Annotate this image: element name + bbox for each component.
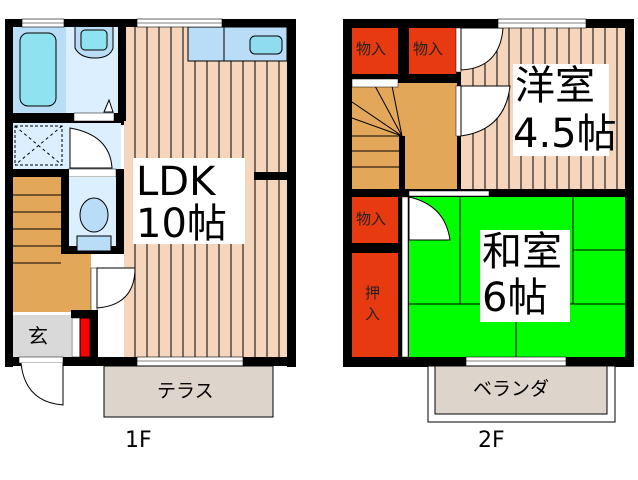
entrance-label: 玄 — [28, 324, 48, 348]
closet-label: 押入 — [365, 284, 381, 323]
western-room-size: 4.5帖 — [513, 111, 617, 157]
ldk-room-name: LDK — [136, 159, 216, 205]
storage-1-label: 物入 — [356, 40, 387, 58]
shoe-cabinet — [79, 317, 91, 358]
western-label-bg — [513, 64, 609, 156]
entrance — [13, 315, 71, 357]
toilet — [79, 197, 109, 233]
terrace — [103, 365, 274, 418]
ldk-room-size: 10帖 — [136, 201, 227, 247]
storage-2 — [409, 28, 456, 74]
ldk-label-bg — [133, 158, 245, 244]
balcony-label: ベランダ — [473, 378, 550, 400]
japanese-room-name: 和室 — [482, 229, 562, 275]
floor-2f-label: 2F — [478, 428, 505, 453]
storage-3-label: 物入 — [356, 210, 387, 228]
sink — [249, 35, 283, 55]
storage-2-label: 物入 — [413, 40, 444, 58]
japanese-room-size: 6帖 — [482, 275, 548, 321]
stairs-1f — [13, 177, 61, 312]
storage-1 — [352, 28, 398, 74]
balcony — [434, 365, 608, 415]
storage-3 — [352, 197, 398, 243]
western-room-name: 洋室 — [515, 63, 595, 109]
floor-1f-label: 1F — [125, 428, 152, 453]
closet — [352, 253, 398, 357]
japanese-label-bg — [480, 230, 570, 322]
terrace-label: テラス — [157, 380, 214, 402]
bathtub — [19, 32, 57, 107]
